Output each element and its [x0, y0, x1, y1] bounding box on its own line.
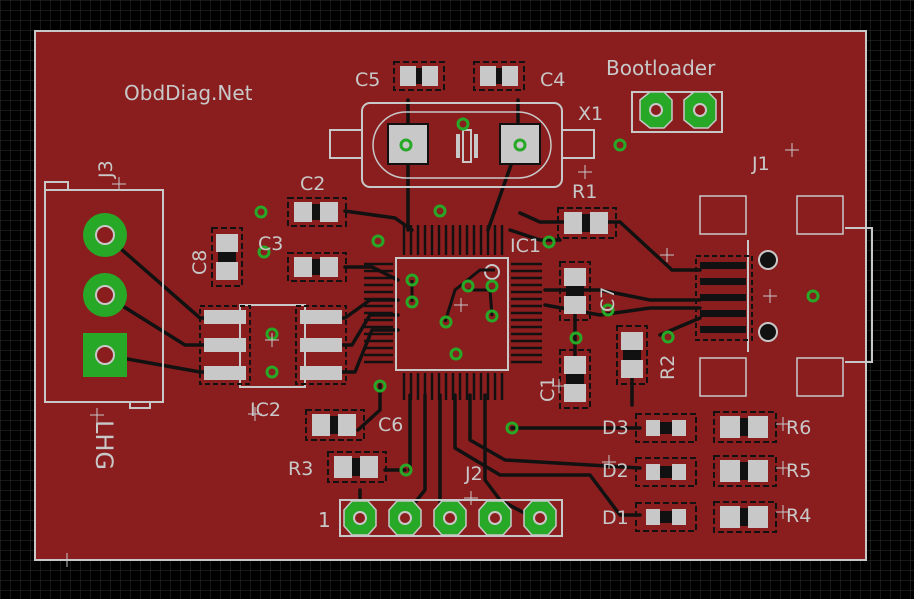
th-pads [83, 91, 717, 536]
label-r1: R1 [572, 181, 597, 203]
led-d1-part [635, 502, 697, 532]
cap-c1-part [559, 349, 591, 409]
label-r4: R4 [786, 505, 811, 527]
res-r2-part [616, 325, 648, 385]
ic2-pins [199, 305, 347, 385]
label-c1: C1 [537, 377, 559, 402]
label-x1: X1 [578, 103, 603, 125]
label-c5: C5 [355, 69, 380, 91]
res-r6-part [713, 411, 777, 443]
label-c8: C8 [189, 250, 211, 275]
label-c4: C4 [540, 69, 565, 91]
label-d2: D2 [602, 460, 629, 482]
label-j1: J1 [751, 153, 770, 175]
label-c6: C6 [378, 414, 403, 436]
vias [254, 117, 820, 477]
cap-c6-part [305, 409, 365, 441]
label-r6: R6 [786, 417, 811, 439]
res-r4-part [713, 501, 777, 533]
smd-parts [211, 61, 777, 533]
label-ic2: IC2 [250, 399, 281, 421]
cap-c5-part [393, 61, 445, 91]
label-c2: C2 [300, 173, 325, 195]
led-d3-part [635, 413, 697, 443]
ic1-pins [364, 225, 542, 400]
cap-c2-part [287, 197, 347, 227]
label-d3: D3 [602, 417, 629, 439]
cap-c4-part [473, 61, 525, 91]
label-c3: C3 [258, 233, 283, 255]
labels: ObdDiag.Net Bootloader C5 C4 X1 C2 C3 R1… [90, 56, 811, 532]
led-d2-part [635, 457, 697, 487]
label-j3: J3 [95, 160, 117, 179]
cap-c8-part [211, 227, 243, 287]
crystal-pads [387, 123, 541, 165]
label-j2: J2 [464, 463, 483, 485]
label-ic1: IC1 [510, 235, 541, 257]
rotated-lhg-label: LHG [90, 420, 118, 470]
res-r5-part [713, 455, 777, 487]
cap-c3-part [287, 252, 347, 282]
label-d1: D1 [602, 507, 629, 529]
bootloader-label: Bootloader [606, 56, 716, 80]
pin1-marker: 1 [318, 508, 331, 532]
res-r1-part [557, 207, 617, 239]
label-r3: R3 [288, 458, 313, 480]
res-r3-part [327, 451, 387, 483]
label-c7: C7 [597, 287, 619, 312]
usb-j1-pads [695, 195, 844, 397]
cap-c7-part [559, 261, 591, 321]
obddiag-label: ObdDiag.Net [124, 81, 253, 105]
label-r2: R2 [657, 355, 679, 380]
origin-crosses [60, 143, 799, 567]
label-r5: R5 [786, 460, 811, 482]
